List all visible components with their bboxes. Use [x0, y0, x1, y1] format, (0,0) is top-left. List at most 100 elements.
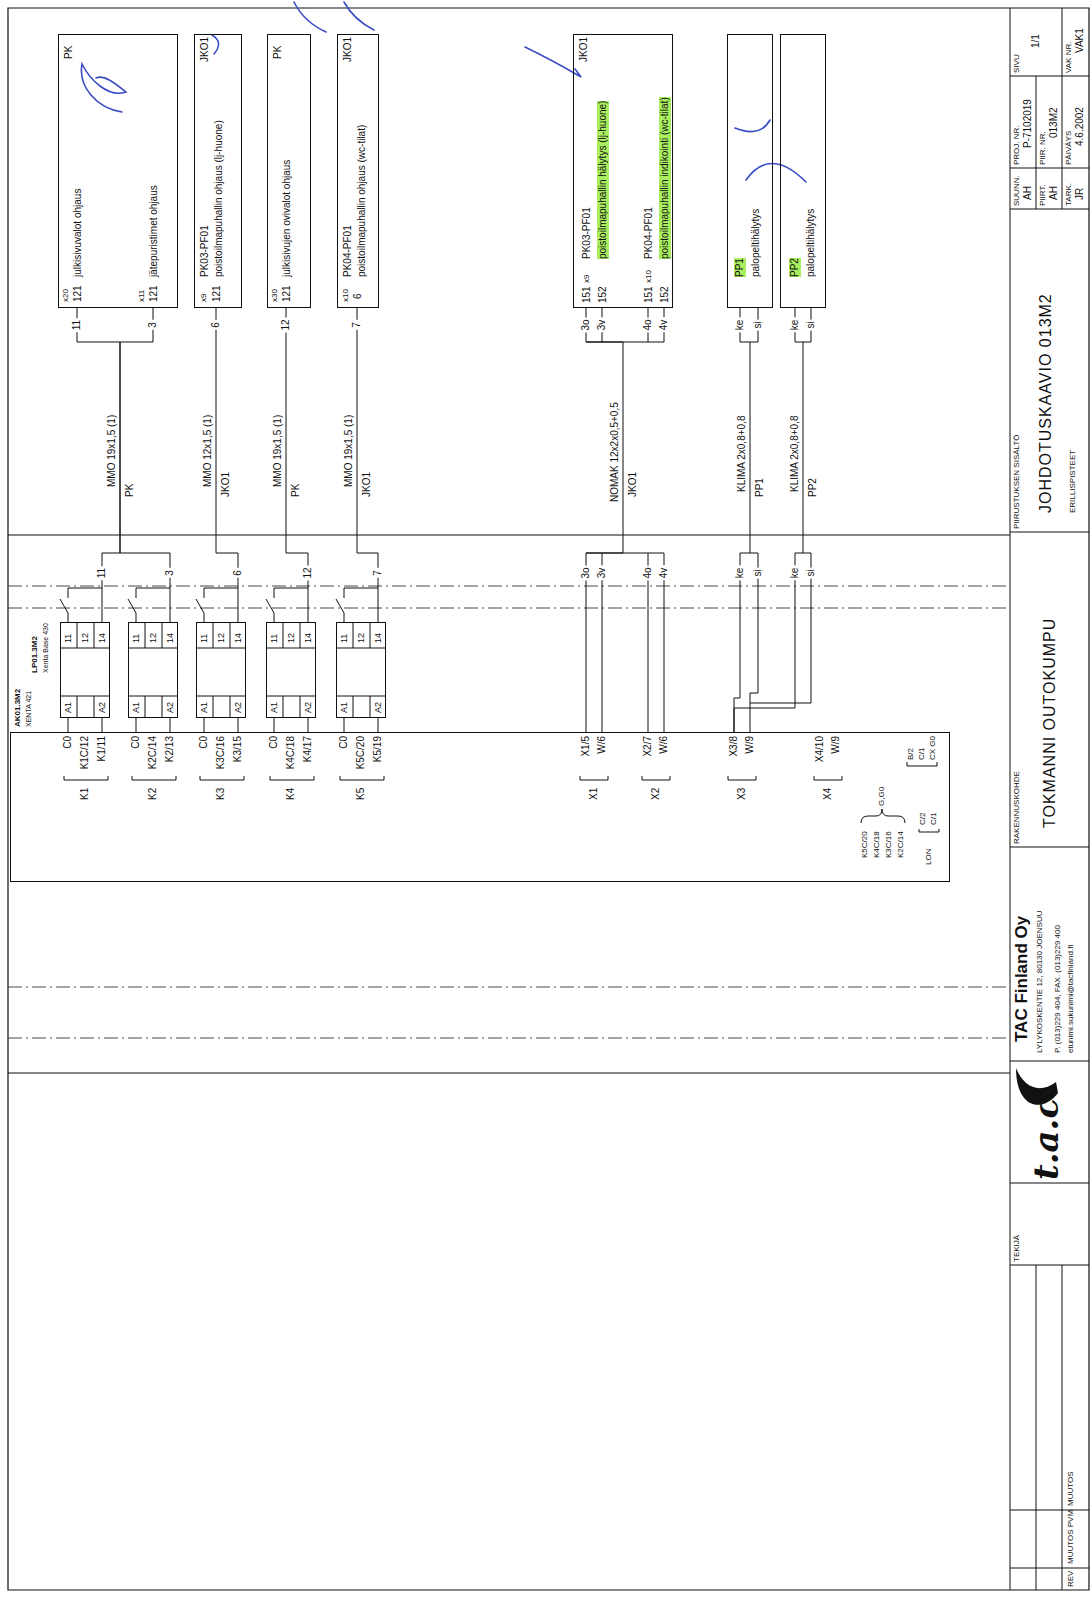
terminal-number: 11 — [71, 318, 83, 332]
box-text: 152 — [597, 286, 609, 303]
terminal-number: ke — [789, 566, 801, 581]
terminal-number: ke — [734, 318, 746, 333]
cable-type: NOMAK 12x2x0,5+0,5 — [609, 401, 621, 503]
title-block-text: PIIRT. — [1038, 184, 1048, 206]
terminal-number: 3v — [596, 566, 608, 581]
terminal-label: W/9 — [830, 736, 842, 754]
terminal-label: K4C/18 — [285, 736, 297, 769]
cable-id: PK — [124, 483, 136, 498]
wire — [586, 308, 811, 732]
terminal-label: K5 — [355, 788, 367, 800]
relay: 111214A1A2 — [196, 622, 246, 718]
box-text: PK04-PF01 — [643, 207, 655, 259]
terminal-number: si — [752, 567, 764, 578]
box-text: julkisivujen ovivalot ohjaus — [281, 160, 293, 277]
cable-connector — [136, 718, 137, 732]
terminal-number: 6 — [210, 320, 222, 330]
title-block-text: RAKENNUSKOHDE — [1012, 771, 1022, 844]
title-block-grid — [1010, 8, 1089, 1590]
title-block-text: JOHDOTUSKAAVIO 013M2 — [1036, 293, 1055, 513]
terminal-label: K4C/18 — [872, 831, 882, 858]
relay: 111214A1A2 — [336, 622, 386, 718]
terminal-number: si — [805, 567, 817, 578]
terminal-label: K3C/16 — [215, 736, 227, 769]
field-box: JKO1x9121PK03-PF01poistoilmapuhallin ohj… — [194, 34, 242, 308]
terminal-label: W/6 — [658, 736, 670, 754]
box-text: PK03-PF01 — [199, 225, 211, 277]
title-block-text: SUUNN. — [1012, 175, 1022, 206]
terminal-label: K3 — [215, 788, 227, 800]
title-block-text: AH — [1022, 186, 1034, 200]
relay-cell-lines — [197, 623, 245, 717]
title-block-text: 013M2 — [1048, 107, 1060, 138]
field-box: PK x30121 julkisivujen ovivalot ohjaus — [267, 34, 311, 308]
box-text: palopeltihälytys — [805, 209, 817, 277]
box-text: A2 — [303, 702, 314, 713]
terminal-number: 3 — [164, 568, 176, 578]
sheet-frame — [8, 8, 1089, 1590]
box-text: A2 — [233, 702, 244, 713]
terminal-number: ke — [734, 566, 746, 581]
terminal-label: X3 — [736, 788, 748, 800]
box-text: A1 — [131, 702, 142, 713]
terminal-label: G,G0 — [877, 787, 887, 806]
terminal-number: 4v — [658, 318, 670, 333]
cable-connector — [274, 718, 275, 732]
field-box: JKO1x106PK04-PF01poistoilmapuhallin ohja… — [337, 34, 379, 308]
box-text: AK01.3M2 — [13, 689, 23, 727]
title-block-text: AH — [1048, 186, 1060, 200]
cable-id: JKO1 — [627, 471, 639, 498]
cabinet-name: Xenta Base 430 — [41, 623, 50, 673]
box-text: 12 — [286, 633, 297, 643]
cable-connector — [77, 308, 120, 622]
title-block-text: VAK1 — [1074, 28, 1086, 53]
box-text: A2 — [165, 702, 176, 713]
title-block-text: MUUTOS — [1066, 1471, 1076, 1506]
terminal-label: K4 — [285, 788, 297, 800]
box-text: PK03-PF01 — [581, 207, 593, 259]
box-text: x9 — [582, 275, 592, 283]
cable-id: PP1 — [754, 477, 766, 498]
box-text: x9 — [199, 294, 209, 302]
box-text: 12 — [80, 633, 91, 643]
box-text: 14 — [165, 633, 176, 643]
cable-type: KLIMA 2x0,8+0,8 — [736, 415, 748, 493]
terminal-label: X2/7 — [642, 736, 654, 757]
terminal-bracket — [64, 762, 939, 832]
terminal-number: 11 — [96, 566, 108, 580]
box-text: 121 — [148, 285, 160, 302]
box-text: PP1 — [734, 258, 746, 277]
terminal-label: K2 — [147, 788, 159, 800]
terminal-number: 12 — [302, 565, 314, 580]
box-text: PK04-PF01 — [342, 225, 354, 277]
cable-id: PP2 — [807, 477, 819, 498]
box-text: julkisivuvalot ohjaus — [72, 189, 84, 277]
terminal-label: K2C/14 — [896, 831, 906, 858]
title-block-text: VAK NR. — [1064, 42, 1074, 73]
box-text: 14 — [303, 633, 314, 643]
title-block-text: MUUTOS PVM — [1066, 1510, 1076, 1564]
terminal-number: ke — [789, 318, 801, 333]
cable-connector — [204, 718, 205, 732]
box-text: 6 — [352, 293, 364, 299]
section-line — [8, 535, 1010, 1073]
title-block-text: TEKIJÄ — [1012, 1235, 1022, 1262]
logo-text: t.a.c — [1026, 1098, 1066, 1180]
terminal-label: C/2 — [918, 813, 928, 825]
box-text: A2 — [97, 702, 108, 713]
box-text: x30 — [270, 289, 280, 302]
box-text: 121 — [281, 285, 293, 302]
terminal-label: CX G0 — [928, 736, 938, 760]
box-text: poistoilmapuhallin indikointi (wc-tilat) — [659, 97, 671, 259]
title-block-text: etunimi.sukunimi@tacfinland.fi — [1066, 945, 1076, 1053]
terminal-number: si — [752, 319, 764, 330]
title-block-text: PÄIVÄYS — [1064, 131, 1074, 165]
box-text: jätepuristimet ohjaus — [148, 185, 160, 277]
box-text: A1 — [199, 702, 210, 713]
box-text: PK — [272, 46, 284, 59]
cable-type: MMO 19x1,5 (1) — [272, 414, 284, 488]
box-text: 11 — [339, 634, 350, 643]
relay-cell-lines — [61, 623, 109, 717]
